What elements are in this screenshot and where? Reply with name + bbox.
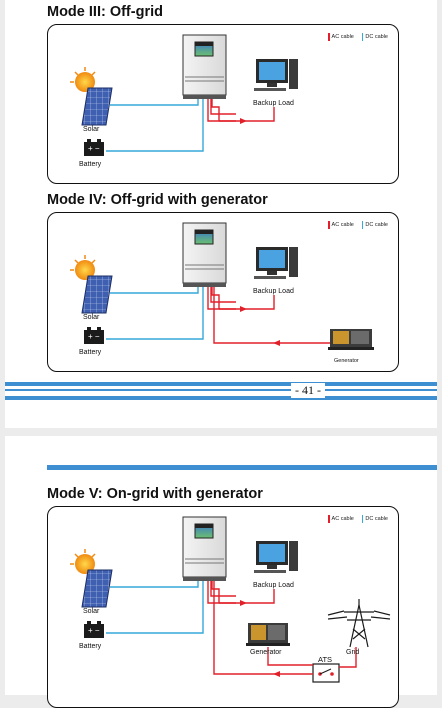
generator-icon — [246, 623, 290, 646]
solar-label: Solar — [83, 126, 100, 133]
footer-rule-top — [5, 382, 437, 386]
backup-load-label: Backup Load — [253, 288, 294, 295]
inverter-icon — [182, 222, 227, 287]
mode5-title: Mode V: On-grid with generator — [47, 486, 263, 502]
header-rule — [47, 465, 437, 470]
cable-legend: AC cable DC cable — [328, 515, 388, 523]
backup-load-label: Backup Load — [253, 582, 294, 589]
solar-panel-icon — [70, 549, 113, 608]
generator-icon — [328, 329, 374, 350]
page-42: Mode V: On-grid with generator + − — [5, 436, 437, 708]
ac-cable-label: AC cable — [331, 34, 354, 40]
battery-label: Battery — [79, 349, 102, 356]
generator-label: Generator — [334, 358, 359, 364]
battery-label: Battery — [79, 643, 102, 650]
mode4-diagram: + − — [47, 212, 399, 372]
battery-icon: + − — [84, 139, 104, 156]
footer-rule-bottom — [5, 396, 437, 400]
dc-cable-label: DC cable — [365, 222, 388, 228]
battery-icon: + − — [84, 327, 104, 344]
svg-text:+ −: + − — [88, 332, 100, 341]
grid-label: Grid — [346, 649, 360, 656]
battery-icon: + − — [84, 621, 104, 638]
backup-load-icon — [254, 541, 298, 573]
solar-label: Solar — [83, 314, 100, 321]
ats-switch-icon — [312, 663, 340, 683]
solar-label: Solar — [83, 608, 100, 615]
footer-rule-mid — [5, 389, 437, 391]
dc-cable-label: DC cable — [365, 34, 388, 40]
mode5-diagram: + − — [47, 506, 399, 708]
page-number: - 41 - — [291, 383, 325, 398]
mode3-diagram: + − — [47, 24, 399, 184]
ac-cable-label: AC cable — [331, 222, 354, 228]
dc-cable-label: DC cable — [365, 516, 388, 522]
mode4-title: Mode IV: Off-grid with generator — [47, 192, 268, 208]
backup-load-icon — [254, 247, 298, 279]
backup-load-label: Backup Load — [253, 100, 294, 107]
page-41: Mode III: Off-grid + − — [5, 0, 437, 428]
battery-label: Battery — [79, 161, 102, 168]
solar-panel-icon — [70, 67, 113, 126]
cable-legend: AC cable DC cable — [328, 33, 388, 41]
svg-text:+ −: + − — [88, 626, 100, 635]
inverter-icon — [182, 516, 227, 581]
mode3-title: Mode III: Off-grid — [47, 4, 163, 20]
grid-tower-icon — [327, 599, 391, 648]
backup-load-icon — [254, 59, 298, 91]
cable-legend: AC cable DC cable — [328, 221, 388, 229]
ac-cable-label: AC cable — [331, 516, 354, 522]
generator-label: Generator — [250, 649, 282, 656]
inverter-icon — [182, 34, 227, 99]
ats-label: ATS — [318, 655, 333, 664]
svg-text:+ −: + − — [88, 144, 100, 153]
solar-panel-icon — [70, 255, 113, 314]
